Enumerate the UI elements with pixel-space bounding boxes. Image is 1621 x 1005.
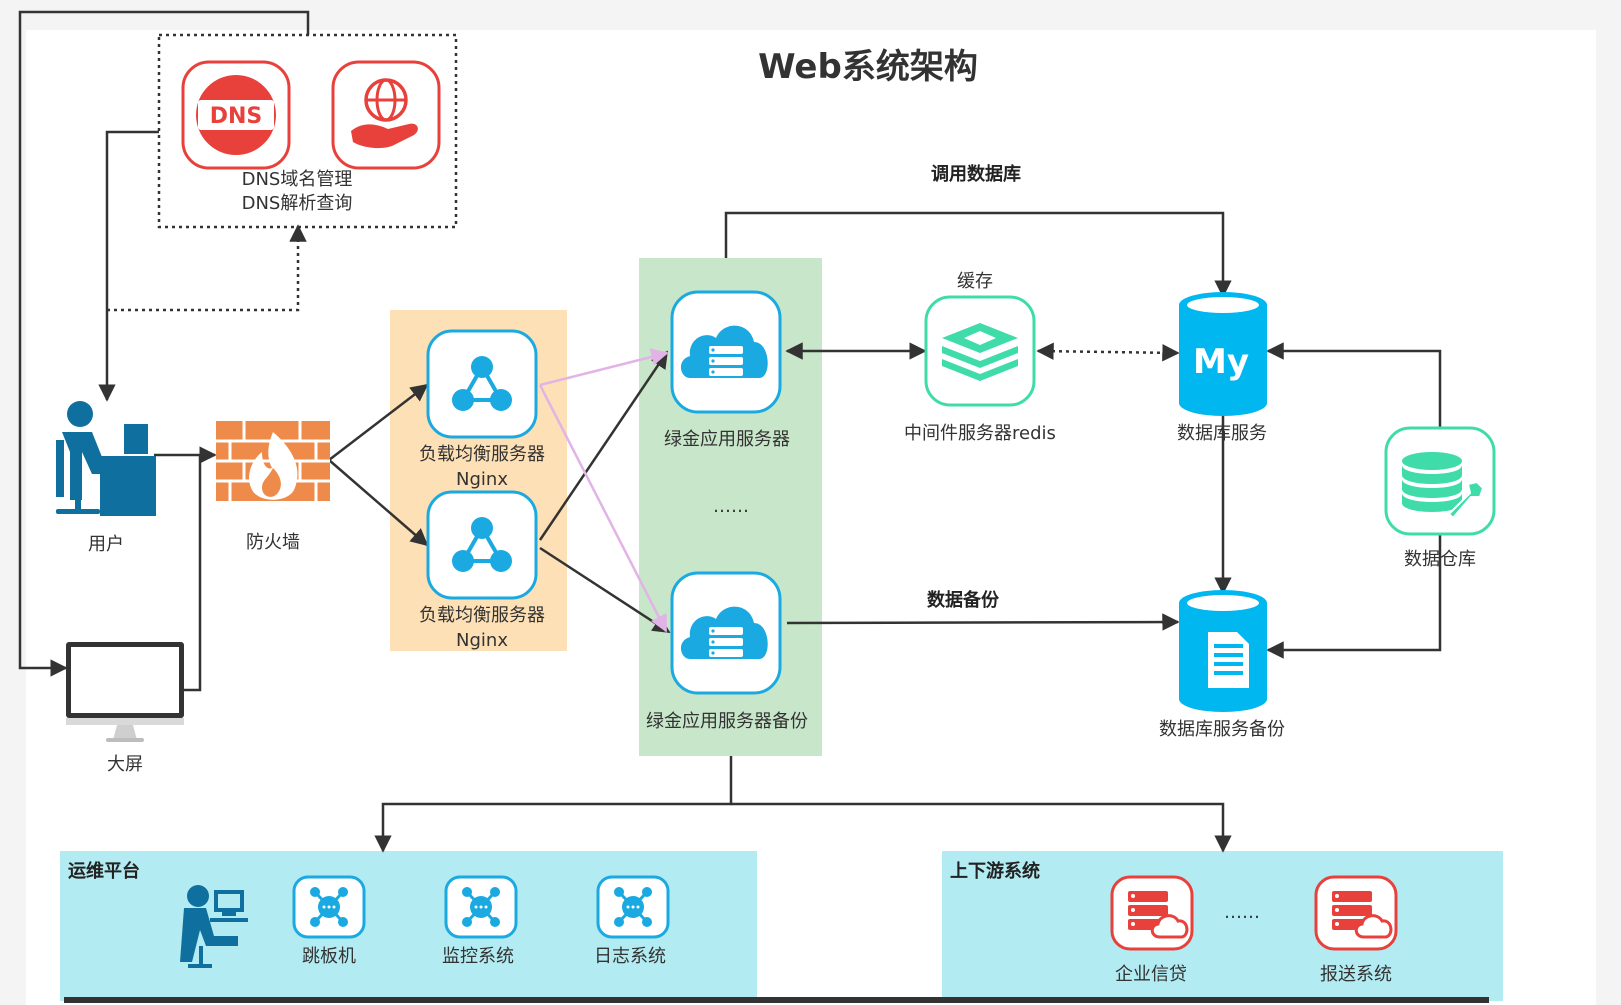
updown-title: 上下游系统: [950, 860, 1040, 882]
monitoring-system-icon: [444, 875, 518, 939]
edge-warehouse-to-backup: [1266, 533, 1442, 659]
data-warehouse-icon: [1384, 426, 1496, 536]
app-server-cloud-icon: [670, 290, 782, 414]
user-label: 用户: [88, 534, 124, 555]
pink-connectors: [538, 348, 669, 633]
edge-redis-mysql: [1036, 342, 1180, 362]
jump-server-icon: [292, 875, 366, 939]
edge-firewall-to-lb2: [328, 459, 429, 547]
lb1-label: 负载均衡服务器: [419, 444, 545, 465]
redis-layers-icon: [924, 295, 1036, 407]
edge-firewall-to-lb1: [328, 383, 429, 461]
mysql-database-icon: My: [1179, 292, 1267, 416]
admin-at-computer-icon: [180, 885, 248, 968]
app-backup-label: 绿金应用服务器备份: [646, 711, 808, 732]
mysql-badge-text: My: [1193, 342, 1249, 382]
dns-badge-text: DNS: [210, 104, 263, 129]
edge-lb1-to-app: [539, 348, 669, 387]
cache-label: 缓存: [957, 271, 993, 292]
lb1-sublabel: Nginx: [456, 469, 508, 490]
app-ellipsis: ……: [713, 496, 749, 517]
user-desk-icon: [56, 401, 156, 516]
db-backup-label: 数据库服务备份: [1159, 719, 1285, 740]
lb2-label: 负载均衡服务器: [419, 605, 545, 626]
globe-hand-icon: [331, 60, 441, 170]
edge-call-db: [724, 211, 1232, 298]
warehouse-label: 数据仓库: [1404, 549, 1476, 570]
ops-item-1: 监控系统: [442, 946, 514, 967]
edge-lb2-to-app: [538, 350, 669, 541]
edge-dns-to-screen: [18, 10, 310, 677]
db-label: 数据库服务: [1177, 423, 1267, 444]
app-backup-cloud-icon: [670, 571, 782, 695]
db-backup-icon: [1179, 590, 1267, 712]
edge-to-updown: [731, 802, 1232, 853]
ops-title: 运维平台: [68, 860, 140, 882]
ops-item-2: 日志系统: [594, 946, 666, 967]
edge-user-to-dns: [107, 224, 307, 312]
edge-lb2-to-app-backup: [539, 546, 671, 634]
edge-lb1-to-app-backup: [538, 384, 668, 633]
updown-item-0: 企业信贷: [1115, 964, 1187, 985]
updown-ellipsis: ……: [1224, 902, 1260, 923]
edge-data-backup: [786, 613, 1180, 631]
ops-item-0: 跳板机: [302, 946, 356, 967]
edge-warehouse-to-db: [1266, 342, 1442, 428]
reporting-system-icon: [1314, 875, 1398, 951]
enterprise-credit-icon: [1110, 875, 1194, 951]
firewall-label: 防火墙: [246, 532, 300, 553]
call-db-label: 调用数据库: [931, 163, 1021, 185]
page-title: Web系统架构: [758, 47, 978, 87]
dns-label-line2: DNS解析查询: [242, 193, 353, 214]
redis-label: 中间件服务器redis: [904, 423, 1056, 444]
dns-label-line1: DNS域名管理: [242, 169, 353, 190]
load-balancer-1-icon: [426, 329, 538, 439]
monitor-icon: [66, 642, 184, 742]
lb2-sublabel: Nginx: [456, 630, 508, 651]
updown-item-1: 报送系统: [1320, 964, 1392, 985]
app-server-label: 绿金应用服务器: [664, 429, 790, 450]
dns-icon: DNS: [181, 60, 291, 170]
data-backup-label: 数据备份: [927, 589, 1000, 611]
bottom-bar: [64, 997, 1489, 1003]
load-balancer-2-icon: [426, 490, 538, 600]
log-system-icon: [596, 875, 670, 939]
edge-screen-to-firewall: [184, 455, 202, 692]
firewall-icon: [216, 421, 330, 501]
screen-label: 大屏: [107, 754, 143, 775]
connectors: [18, 10, 1442, 853]
updown-system-panel: [942, 851, 1503, 1001]
edge-to-ops: [374, 756, 733, 853]
